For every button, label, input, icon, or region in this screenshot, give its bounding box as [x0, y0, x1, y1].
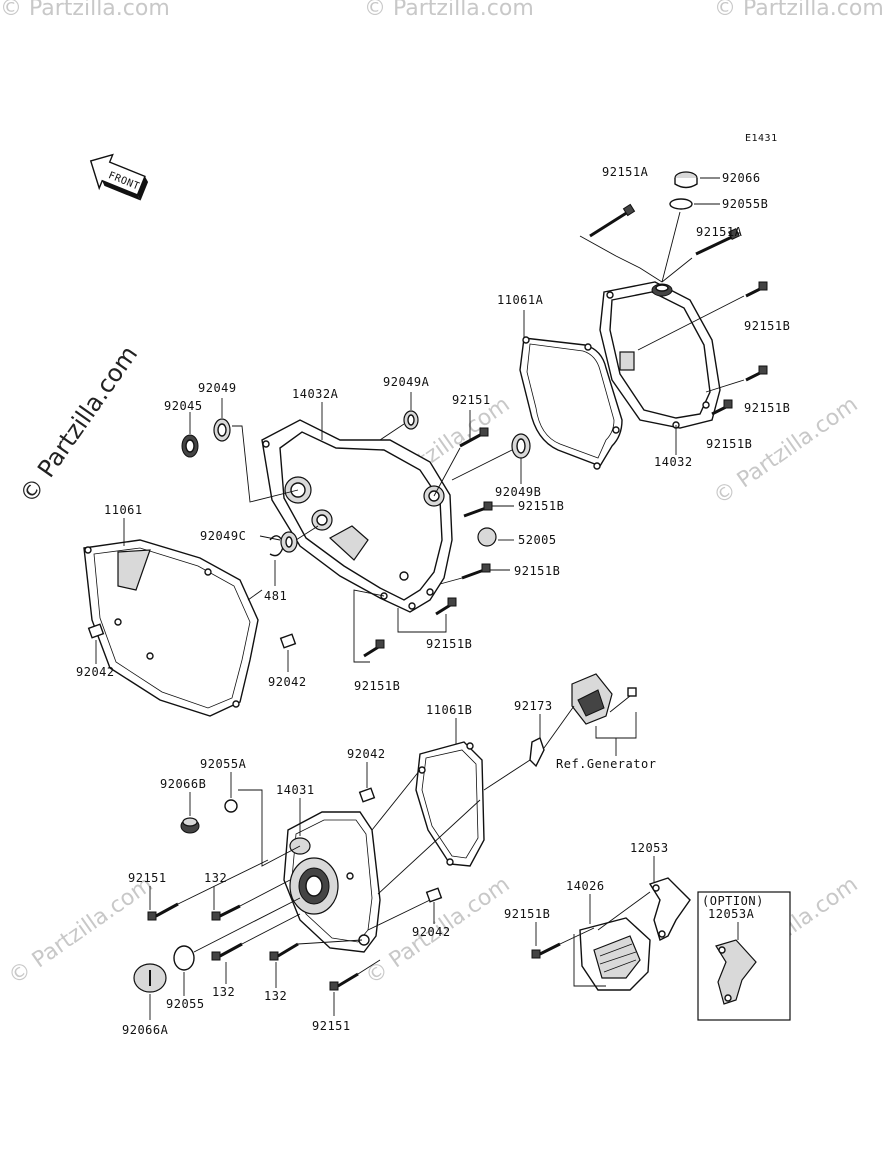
callout-92066B: 92066B	[160, 777, 206, 791]
sprocket-cover	[579, 894, 651, 991]
option-box: (OPTION)	[697, 891, 791, 1021]
chain-guard-12053	[597, 856, 691, 941]
callout-14031: 14031	[276, 783, 315, 797]
callout-92151B: 92151B	[518, 499, 564, 513]
watermark-text: © Partzilla.com	[364, 0, 534, 21]
dowel-92042-b1	[358, 762, 376, 803]
dowel-92042-m	[279, 633, 297, 672]
bolt-92151-b	[329, 959, 381, 1016]
front-arrow-icon: FRONT	[89, 153, 149, 201]
clamp-92173	[529, 705, 575, 768]
watermark-text-main: © Partzilla.com	[14, 341, 143, 509]
gasket-11061A	[519, 310, 623, 470]
filler-plug-92066	[674, 171, 720, 189]
bolt-92151B-r3	[711, 399, 733, 416]
bolt-92151-l	[147, 859, 269, 921]
seal-92049	[213, 418, 231, 442]
callout-11061A: 11061A	[497, 293, 544, 307]
callout-92151B: 92151B	[744, 319, 790, 333]
clutch-cover-outer	[599, 281, 721, 429]
callout-92066: 92066	[722, 171, 761, 185]
callout-92151B: 92151B	[706, 437, 752, 451]
callout-14032: 14032	[654, 455, 693, 469]
callout-92042: 92042	[268, 675, 307, 689]
callout-92055B: 92055B	[722, 197, 768, 211]
callout-92151: 92151	[128, 871, 167, 885]
callout-92151B: 92151B	[426, 637, 472, 651]
bolt-92151-top	[433, 410, 489, 497]
watermark-text: © Partzilla.com	[714, 0, 884, 21]
bolt-92151B-r2	[745, 365, 768, 382]
callout-52005: 52005	[518, 533, 557, 547]
ref-generator-label: Ref.Generator	[556, 757, 656, 771]
callout-92045: 92045	[164, 399, 203, 413]
dowel-92042-b2	[425, 887, 443, 924]
callout-92055: 92055	[166, 997, 205, 1011]
bolt-92151B-c3	[397, 597, 457, 633]
callout-11061: 11061	[104, 503, 143, 517]
callout-132: 132	[204, 871, 227, 885]
callout-14032A: 14032A	[292, 387, 339, 401]
diagram-code: E1431	[745, 133, 778, 144]
bolt-92151B-b	[531, 922, 606, 987]
cap-92066A	[133, 963, 167, 1020]
seal-92049C	[259, 525, 319, 553]
gasket-11061	[83, 518, 263, 717]
option-label: (OPTION)	[702, 894, 764, 908]
callout-92042: 92042	[76, 665, 115, 679]
callout-14026: 14026	[566, 879, 605, 893]
bolt-92151A-top	[589, 203, 636, 238]
generator-cover	[283, 798, 381, 953]
callout-92049: 92049	[198, 381, 237, 395]
bolt-92151B-r1	[745, 281, 768, 298]
bolt-92151B-c2	[439, 563, 510, 585]
callout-92049B: 92049B	[495, 485, 541, 499]
callout-132: 132	[212, 985, 235, 999]
watermark-text: © Partzilla.com	[4, 872, 157, 990]
bolt-132-b	[211, 913, 301, 984]
callout-92066A: 92066A	[122, 1023, 169, 1037]
callout-11061B: 11061B	[426, 703, 472, 717]
callout-12053: 12053	[630, 841, 669, 855]
dowel-92042-l	[87, 623, 105, 664]
plug-92066B	[180, 792, 200, 834]
oil-seal-52005	[477, 527, 514, 547]
callout-92151A: 92151A	[602, 165, 649, 179]
callout-92151B: 92151B	[744, 401, 790, 415]
bearing-92045	[181, 434, 199, 458]
callout-92049C: 92049C	[200, 529, 246, 543]
callout-92049A: 92049A	[383, 375, 430, 389]
callout-92042: 92042	[347, 747, 386, 761]
bolt-92151A-mid	[695, 228, 740, 256]
gasket-11061B	[415, 718, 485, 867]
callout-92055A: 92055A	[200, 757, 247, 771]
sensor-ref-generator	[571, 673, 637, 756]
clutch-cover-inner	[261, 402, 453, 613]
bolt-92151B-c4	[353, 589, 385, 663]
callout-92151A: 92151A	[696, 225, 743, 239]
callout-92042: 92042	[412, 925, 451, 939]
callout-481: 481	[264, 589, 287, 603]
callout-92151B: 92151B	[504, 907, 550, 921]
callout-92151B: 92151B	[354, 679, 400, 693]
seal-92049B	[451, 433, 531, 484]
bolt-132-a	[211, 879, 291, 921]
seal-92049A	[379, 392, 419, 441]
bolt-132-c	[269, 939, 363, 988]
oring-92055A	[224, 772, 301, 867]
callout-92151B: 92151B	[514, 564, 560, 578]
callout-92151: 92151	[312, 1019, 351, 1033]
oring-92055B	[669, 198, 720, 210]
callout-labels: 92151A 92066 92055B 92151A 11061A 92151B…	[76, 165, 790, 1037]
callout-12053A: 12053A	[708, 907, 755, 921]
callout-132: 132	[264, 989, 287, 1003]
watermark-text: © Partzilla.com	[0, 0, 170, 21]
callout-92151: 92151	[452, 393, 491, 407]
oring-92055	[173, 897, 301, 996]
callout-92173: 92173	[514, 699, 553, 713]
bolt-92151B-c1	[463, 501, 514, 518]
